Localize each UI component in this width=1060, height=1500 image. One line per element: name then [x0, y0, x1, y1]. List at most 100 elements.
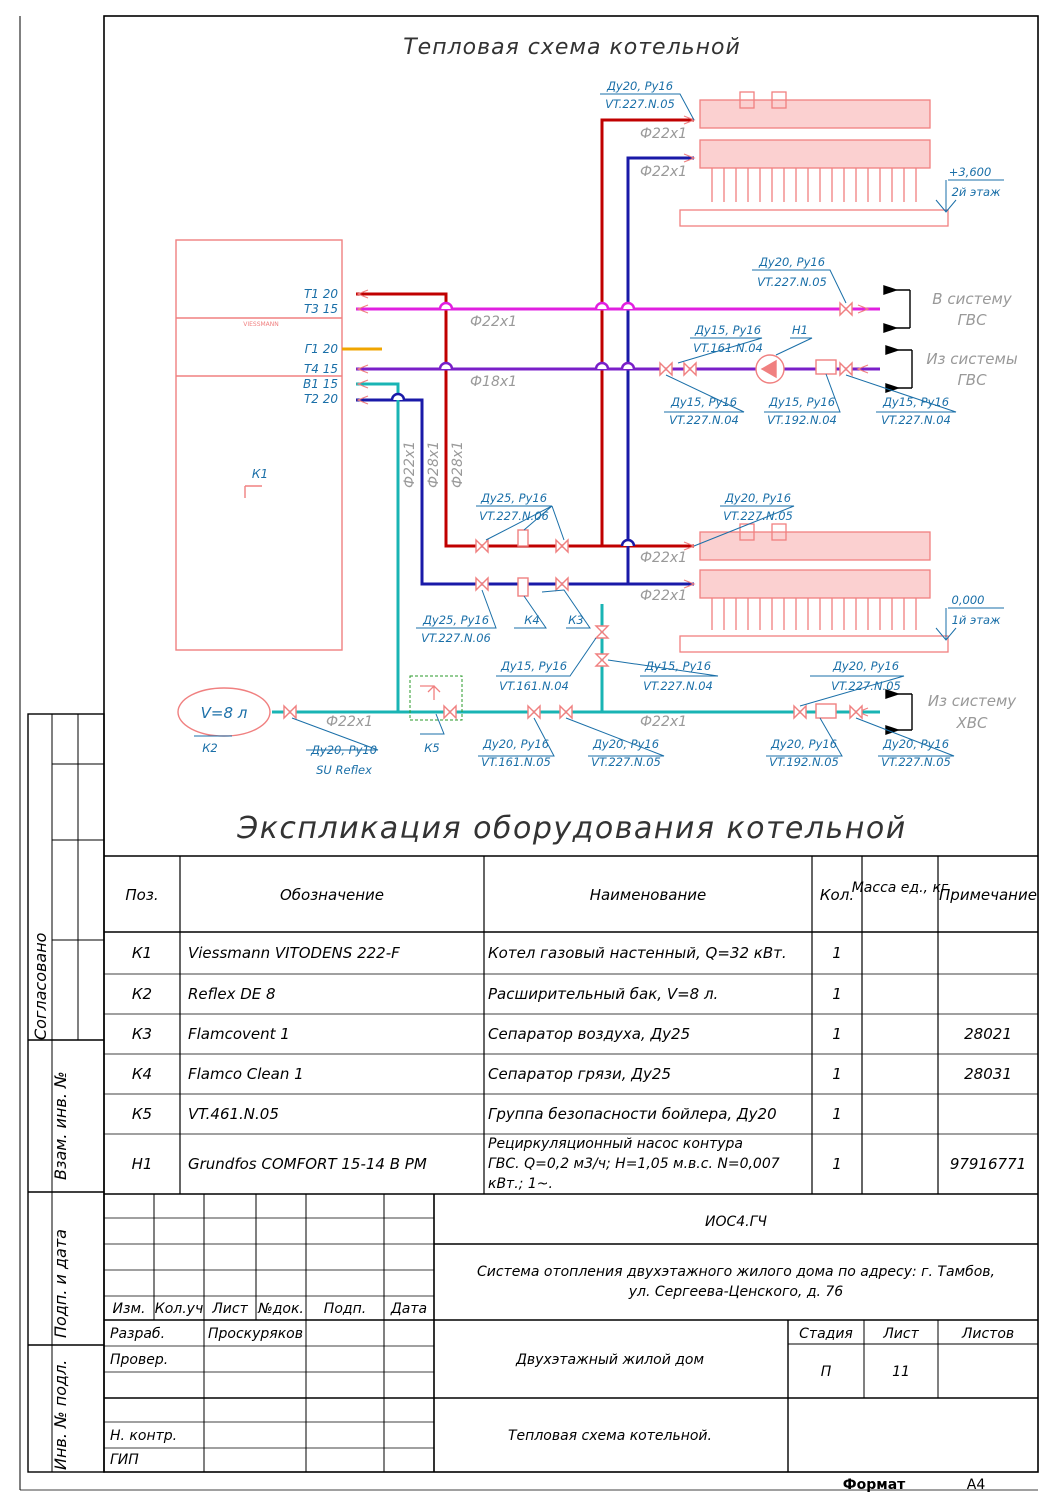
row-name: Котел газовый настенный, Q=32 кВт.	[488, 944, 787, 962]
col-izm: Изм.	[113, 1301, 146, 1317]
sheet-label: Лист	[882, 1326, 919, 1342]
sheets-label: Листов	[961, 1326, 1014, 1342]
col-list: Лист	[211, 1301, 248, 1317]
pipe-crossings	[390, 301, 636, 547]
svg-text:Ду15, Ру16: Ду15, Ру16	[670, 395, 737, 409]
svg-text:VT.161.N.05: VT.161.N.05	[481, 755, 551, 769]
diagram-title: Тепловая схема котельной	[403, 35, 741, 60]
sign-date-label: Подп. и дата	[51, 1229, 70, 1338]
row-qty: 1	[832, 944, 842, 962]
row-designation: VT.461.N.05	[188, 1105, 279, 1123]
svg-text:VT.227.N.04: VT.227.N.04	[643, 679, 713, 693]
row-qty: 1	[832, 1065, 842, 1083]
filter-rec	[815, 359, 837, 375]
port-v1: В1 15	[303, 377, 338, 391]
svg-text:Н1: Н1	[792, 323, 808, 337]
valve-cold-1	[527, 704, 541, 720]
svg-text:Ду25, Ру16: Ду25, Ру16	[422, 613, 489, 627]
pipe-heat-return-top	[626, 156, 694, 584]
inv-orig-label: Инв. № подл.	[51, 1360, 70, 1470]
svg-text:SU Reflex: SU Reflex	[316, 763, 372, 777]
row-name: Сепаратор грязи, Ду25	[488, 1065, 671, 1083]
sep-k3	[517, 529, 529, 547]
leader-lines	[194, 93, 1004, 757]
pipe-cold-water	[356, 382, 400, 712]
svg-text:VT.227.N.05: VT.227.N.05	[723, 509, 793, 523]
building-name: Двухэтажный жилой дом	[515, 1352, 705, 1368]
valve-cold-2	[559, 704, 573, 720]
project-line-2: ул. Сергеева-Ценского, д. 76	[628, 1284, 844, 1300]
svg-text:VT.192.N.04: VT.192.N.04	[767, 413, 837, 427]
svg-text:Ду15, Ру16: Ду15, Ру16	[768, 395, 835, 409]
svg-text:Ду20, Ру16: Ду20, Ру16	[832, 659, 899, 673]
format-value: А4	[967, 1477, 986, 1493]
header-mass: Масса ед., кг	[852, 880, 949, 896]
svg-text:+3,600: +3,600	[949, 165, 992, 179]
svg-text:Ф18х1: Ф18х1	[470, 374, 517, 390]
svg-text:Ду20, Ру16: Ду20, Ру16	[770, 737, 837, 751]
header-note: Примечание	[939, 886, 1037, 904]
valve-annotations: Ду20, Ру16 VT.227.N.05 Ду20, Ру16 VT.227…	[202, 79, 1001, 777]
svg-text:VT.227.N.05: VT.227.N.05	[591, 755, 661, 769]
row-name: Сепаратор воздуха, Ду25	[488, 1025, 690, 1043]
header-name: Наименование	[590, 886, 707, 904]
row-note: 97916771	[950, 1155, 1026, 1173]
row-designation: Flamcovent 1	[188, 1025, 290, 1043]
col-podp: Подп.	[324, 1301, 366, 1317]
stage-label: Стадия	[799, 1326, 853, 1342]
port-arrows	[356, 115, 870, 717]
svg-text:Ду20, Ру16: Ду20, Ру16	[758, 255, 825, 269]
header-designation: Обозначение	[280, 886, 384, 904]
svg-text:Ду20, Ру16: Ду20, Ру16	[592, 737, 659, 751]
svg-text:Ду20, Ру10: Ду20, Ру10	[310, 743, 377, 757]
row-pos: К3	[132, 1025, 152, 1043]
valve-tank	[283, 704, 297, 720]
col-koluch: Кол.уч	[155, 1301, 203, 1317]
tank-volume: V=8 л	[201, 704, 248, 722]
format-label: Формат	[843, 1477, 906, 1493]
valve-rec-1	[659, 361, 673, 377]
boiler-k1	[175, 239, 343, 651]
svg-text:Ду15, Ру16: Ду15, Ру16	[644, 659, 711, 673]
port-g1: Г1 20	[305, 342, 339, 356]
valve-sup-2	[555, 538, 569, 554]
valves	[177, 301, 863, 737]
svg-text:VT.227.N.06: VT.227.N.06	[479, 509, 549, 523]
doc-code: ИОС4.ГЧ	[705, 1214, 767, 1230]
check-rec	[683, 361, 697, 377]
flow-arrows	[883, 285, 913, 735]
port-t2: Т2 20	[304, 392, 338, 406]
row-note: 28021	[964, 1025, 1012, 1043]
boiler-brand: VIESSMANN	[243, 321, 279, 328]
row-qty: 1	[832, 1025, 842, 1043]
row-pos: К5	[132, 1105, 152, 1123]
port-t3: Т3 15	[304, 302, 338, 316]
row-pos: К2	[132, 985, 152, 1003]
table-title: Экспликация оборудования котельной	[236, 811, 906, 846]
svg-text:Ф22х1: Ф22х1	[640, 714, 687, 730]
svg-text:К2: К2	[202, 741, 217, 755]
header-pos: Поз.	[125, 886, 158, 904]
role-norm: Н. контр.	[110, 1428, 177, 1444]
sheet-frame	[19, 15, 1039, 1491]
svg-text:Ду20, Ру16: Ду20, Ру16	[882, 737, 949, 751]
agreed-label: Согласовано	[31, 932, 50, 1040]
svg-text:Ф28х1: Ф28х1	[450, 441, 466, 488]
svg-text:Ф22х1: Ф22х1	[470, 314, 517, 330]
manifold-bottom	[679, 523, 949, 653]
svg-text:Ф22х1: Ф22х1	[640, 164, 687, 180]
stage-value: П	[821, 1364, 832, 1380]
svg-text:ГВС: ГВС	[957, 311, 987, 329]
k5-group-frame	[409, 675, 463, 721]
svg-text:Ду15, Ру16: Ду15, Ру16	[500, 659, 567, 673]
svg-text:Ду15, Ру16: Ду15, Ру16	[882, 395, 949, 409]
svg-text:К3: К3	[568, 613, 583, 627]
svg-text:Ф22х1: Ф22х1	[326, 714, 373, 730]
svg-text:VT.227.N.05: VT.227.N.05	[881, 755, 951, 769]
filter-cold	[815, 703, 837, 719]
role-checker: Провер.	[110, 1352, 168, 1368]
svg-text:ХВС: ХВС	[955, 714, 988, 732]
valve-cold-3	[793, 704, 807, 720]
svg-text:Ду20, Ру16: Ду20, Ру16	[606, 79, 673, 93]
svg-text:Ф22х1: Ф22х1	[640, 550, 687, 566]
